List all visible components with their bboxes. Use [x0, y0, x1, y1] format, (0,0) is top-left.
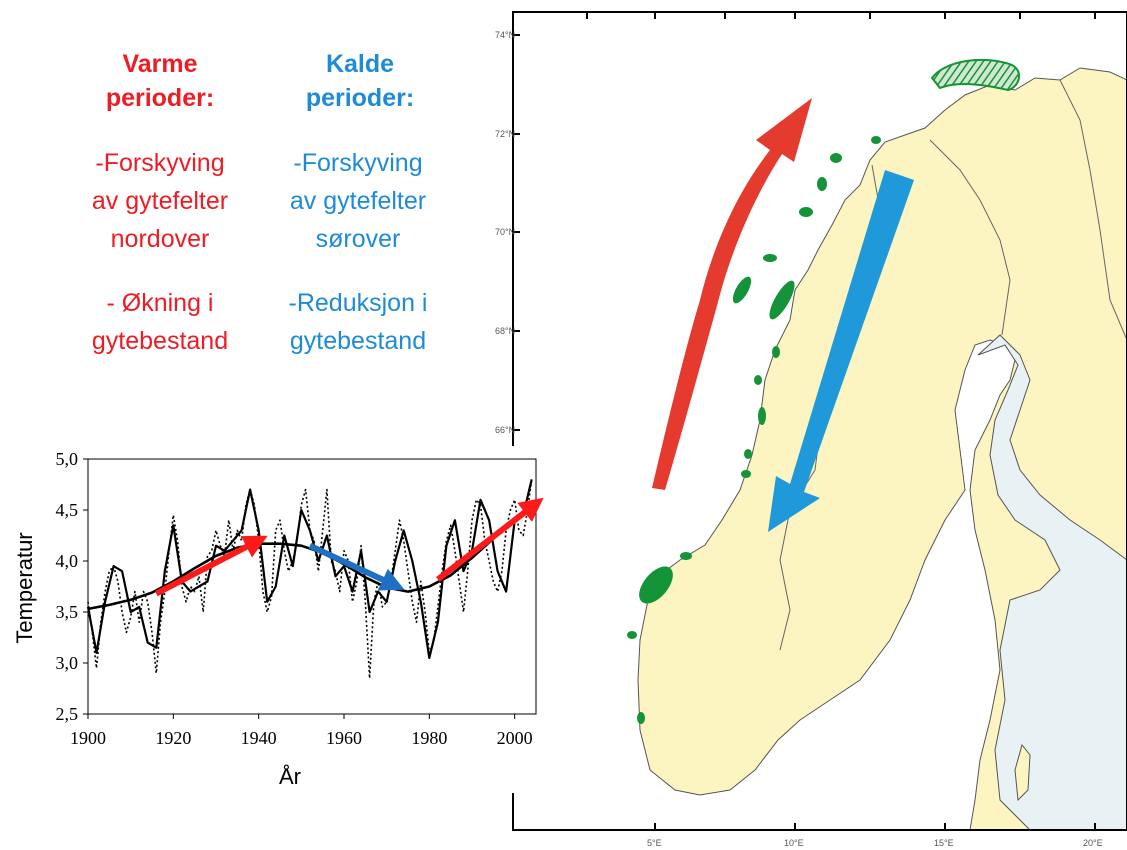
cold-point-1-line1: -Forskyving [293, 149, 423, 177]
spawning-area-hatched [930, 58, 1021, 92]
map-border-sweden-finland [929, 139, 1011, 336]
map-frame [512, 11, 1127, 831]
y-tick-label: 4,0 [56, 551, 79, 571]
y-tick-label: 3,5 [56, 602, 79, 622]
warm-point-1-line2: av gytefelter [91, 187, 229, 215]
cold-point-1-line2: av gytefelter [289, 187, 427, 215]
lon-label-15: 15°E [934, 838, 954, 848]
cold-heading-line2: perioder: [305, 84, 415, 112]
cold-point-2-line2: gytebestand [289, 327, 427, 355]
lon-label-10: 10°E [784, 838, 804, 848]
lon-label-20: 20°E [1083, 838, 1103, 848]
lat-label-66: 66°N [495, 425, 515, 435]
y-tick-label: 3,0 [56, 653, 79, 673]
warm-point-2: - Økning i gytebestand [60, 284, 260, 360]
warm-point-2-line2: gytebestand [91, 327, 229, 355]
map-lake-baltic [977, 334, 1127, 830]
warm-arrow [652, 98, 812, 490]
cold-point-1: -Forskyving av gytefelter sørover [258, 144, 458, 258]
x-tick-label: 1900 [70, 728, 106, 748]
y-axis-label: Temperatur [12, 532, 37, 643]
map-border-finland-russia [1059, 79, 1127, 341]
series-line-solid [86, 479, 533, 660]
cold-point-2-line1: -Reduksjon i [288, 289, 428, 317]
lat-label-68: 68°N [495, 326, 515, 336]
warm-point-1-line1: -Forskyving [95, 149, 225, 177]
warm-point-2-line1: - Økning i [106, 289, 214, 317]
warm-heading: Varme perioder: [80, 47, 240, 115]
warm-heading-line2: perioder: [105, 84, 215, 112]
lat-label-74: 74°N [495, 30, 515, 40]
x-tick-label: 2000 [497, 728, 533, 748]
cold-heading: Kalde perioder: [280, 47, 440, 115]
y-tick-label: 4,5 [56, 500, 79, 520]
x-tick-label: 1960 [326, 728, 362, 748]
y-tick-label: 5,0 [56, 449, 79, 469]
map-lon-ticks [586, 12, 1096, 830]
spawning-areas [627, 136, 881, 724]
y-tick-label: 2,5 [56, 704, 79, 724]
lat-label-70: 70°N [495, 227, 515, 237]
warm-point-1: -Forskyving av gytefelter nordover [60, 144, 260, 258]
warm-heading-line1: Varme [122, 50, 198, 78]
lon-label-5: 5°E [647, 838, 662, 848]
x-axis-label: År [279, 764, 301, 789]
lat-label-72: 72°N [495, 129, 515, 139]
warm-point-1-line3: nordover [110, 225, 210, 253]
cold-arrow [768, 170, 914, 532]
cold-heading-line1: Kalde [325, 50, 395, 78]
map-island [1014, 743, 1031, 802]
chart-panel [0, 446, 571, 793]
x-tick-label: 1980 [411, 728, 447, 748]
warm-trend-arrow [154, 535, 268, 597]
cold-point-1-line3: sørover [315, 225, 401, 253]
x-tick-label: 1940 [241, 728, 277, 748]
cold-trend-arrow [308, 542, 405, 591]
warm-trend-arrow [436, 497, 544, 582]
cold-point-2: -Reduksjon i gytebestand [258, 284, 458, 360]
plot-frame [87, 458, 537, 715]
x-tick-label: 1920 [155, 728, 191, 748]
